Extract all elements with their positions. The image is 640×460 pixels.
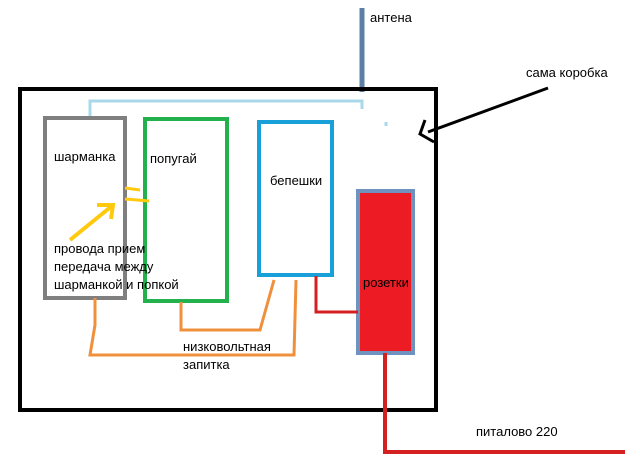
power-label: питалово 220 xyxy=(476,424,558,439)
data-wire-top xyxy=(124,186,141,192)
box-label: сама коробка xyxy=(526,65,608,80)
bepeshki-module xyxy=(257,120,334,277)
wires-label-line3: шарманкой и попкой xyxy=(54,277,179,292)
low-voltage-wire-sharmanka xyxy=(88,279,298,357)
bepeshki-power-wire xyxy=(314,276,358,314)
box-pointer-arrowhead xyxy=(418,119,435,144)
low-voltage-label-line2: запитка xyxy=(183,357,230,372)
wires-pointer-arrow xyxy=(68,203,115,242)
mains-power-cable xyxy=(383,353,625,454)
low-voltage-label-line1: низковольтная xyxy=(183,339,271,354)
bepeshki-label: бепешки xyxy=(270,173,322,188)
wires-pointer-arrowhead xyxy=(97,203,116,220)
low-voltage-wire-popugai xyxy=(179,279,276,332)
antenna-feed-wire xyxy=(88,99,364,116)
box-pointer-arrow xyxy=(427,86,549,134)
wires-label-line2: передача между xyxy=(54,259,154,274)
antenna-label: антена xyxy=(370,10,413,25)
wires-label-line1: провода прием xyxy=(54,241,145,256)
sharmanka-label: шарманка xyxy=(54,149,116,164)
popugai-module xyxy=(143,117,229,303)
rozetki-label: розетки xyxy=(363,275,409,290)
main-box xyxy=(18,87,438,412)
data-wire-bottom xyxy=(124,197,150,203)
sharmanka-module xyxy=(43,116,127,300)
rozetki-module xyxy=(356,189,415,355)
popugai-label: попугай xyxy=(150,151,197,166)
